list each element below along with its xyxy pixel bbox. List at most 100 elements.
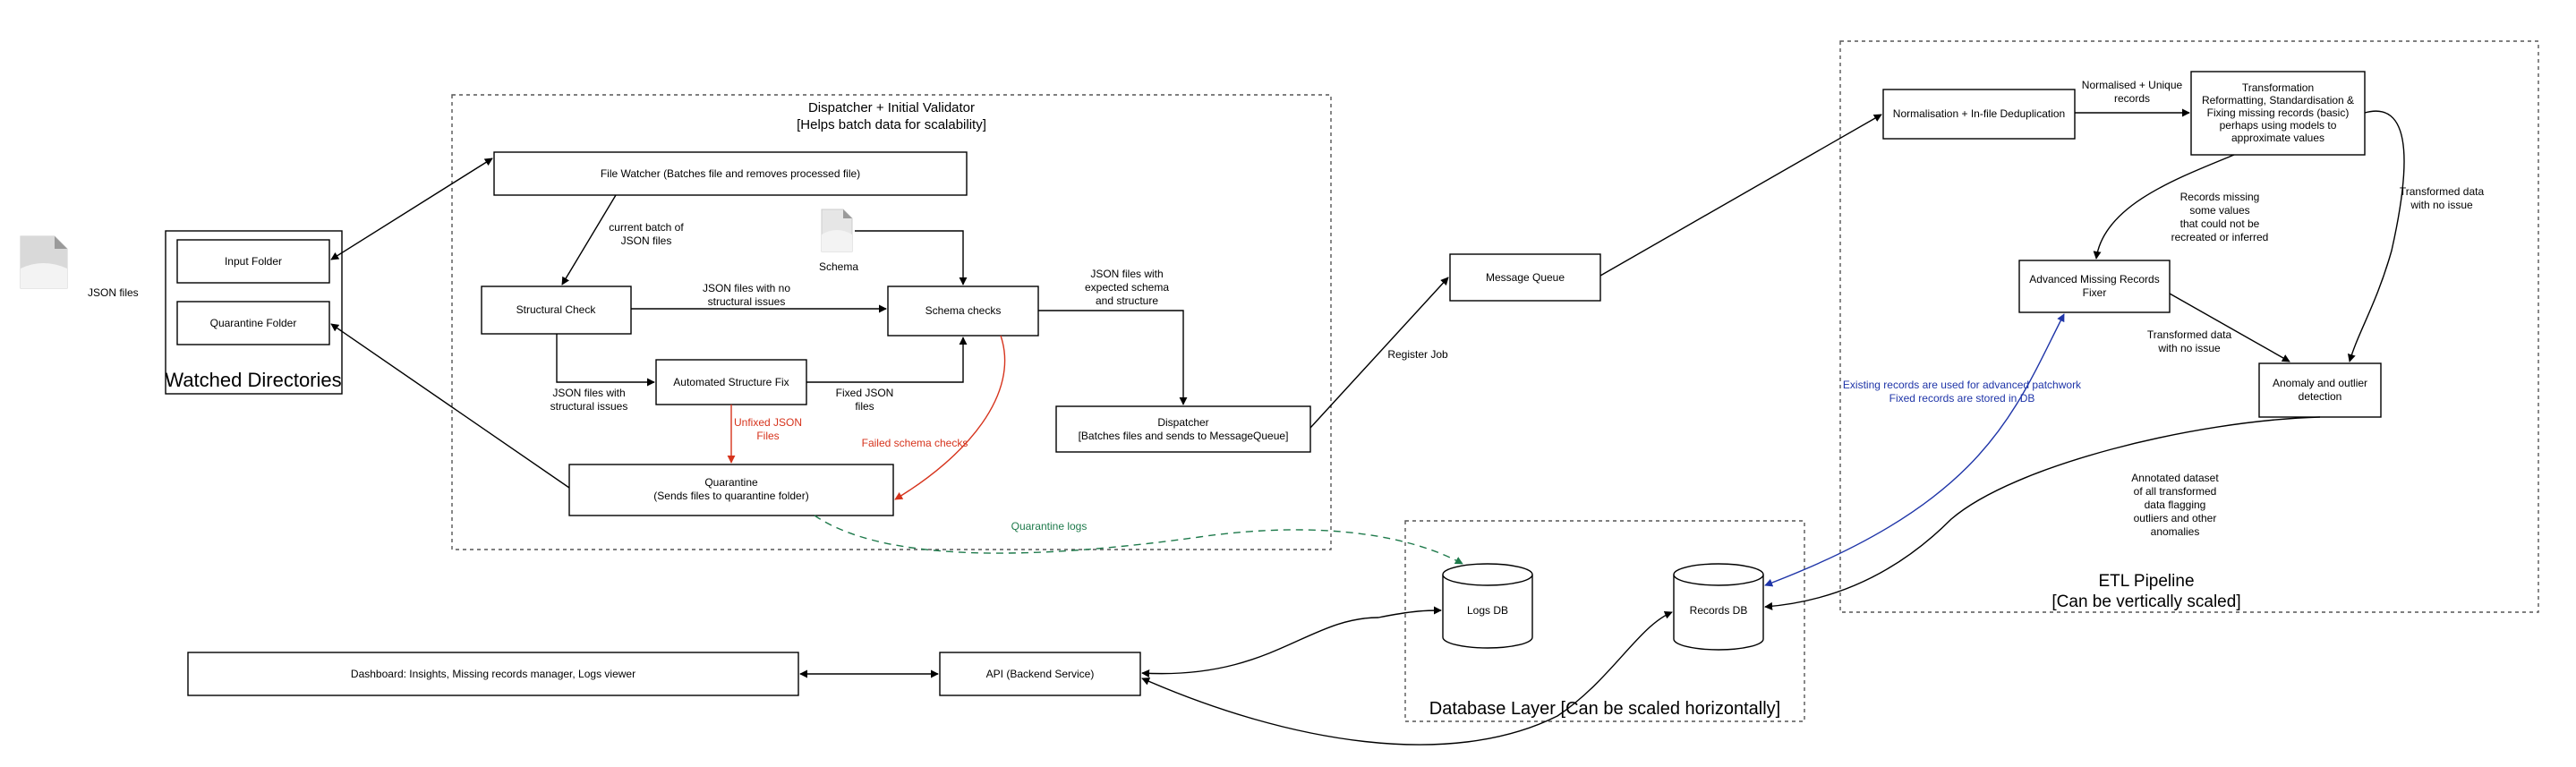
transformation-label-3: Fixing missing records (basic): [2207, 107, 2350, 119]
transformation-box: [2190, 71, 2366, 156]
schema-label: Schema: [819, 260, 858, 273]
quarantine-label-line1: Quarantine: [704, 476, 758, 489]
edge-input-filewatcher: [330, 158, 493, 260]
label-no-structural-1: JSON files with no: [703, 282, 790, 294]
edge-structural-fix: [556, 334, 655, 387]
watched-directories-title: Watched Directories: [165, 369, 341, 391]
label-expected-schema-2: expected schema: [1085, 281, 1169, 294]
transformation-label-1: Transformation: [2242, 81, 2314, 94]
edge-quarantine-logs: [814, 515, 1463, 565]
label-unfixed-json-1: Unfixed JSON: [734, 416, 802, 429]
message-queue-box: [1449, 253, 1601, 302]
label-annotated-4: outliers and other: [2134, 512, 2217, 524]
structural-check-box: [481, 285, 632, 335]
label-annotated-2: of all transformed: [2134, 485, 2217, 498]
edge-schema-quarantine: [894, 335, 1006, 500]
edge-quarantine-folder: [330, 323, 570, 489]
records-db-cylinder: [1673, 563, 1764, 651]
quarantine-folder-label: Quarantine Folder: [210, 317, 297, 329]
automated-structure-fix-box: [655, 359, 807, 405]
label-existing-records-2: Fixed records are stored in DB: [1889, 392, 2035, 405]
input-folder-box: [176, 239, 330, 284]
label-expected-schema-1: JSON files with: [1090, 268, 1163, 280]
label-fixed-json-2: files: [855, 400, 874, 413]
dispatcher-zone: [451, 94, 1332, 550]
structural-check-label: Structural Check: [516, 303, 597, 316]
label-records-missing-1: Records missing: [2180, 191, 2260, 203]
json-files-document-icon: [20, 235, 68, 289]
anomaly-detection-label-1: Anomaly and outlier: [2273, 377, 2367, 389]
advanced-fixer-label-2: Fixer: [2083, 286, 2107, 299]
quarantine-label-line2: (Sends files to quarantine folder): [653, 490, 808, 502]
label-transformed-right-1: Transformed data: [2400, 185, 2485, 198]
label-annotated-1: Annotated dataset: [2131, 472, 2219, 484]
etl-zone: [1839, 40, 2539, 613]
edge-schema-icon-checks: [855, 230, 968, 285]
file-watcher-label: File Watcher (Batches file and removes p…: [601, 167, 860, 180]
quarantine-folder-box: [176, 301, 330, 345]
label-fixed-json-1: Fixed JSON: [836, 387, 894, 399]
transformation-label-4: perhaps using models to: [2220, 119, 2337, 132]
database-zone-title: Database Layer [Can be scaled horizontal…: [1429, 699, 1780, 719]
advanced-fixer-box: [2018, 260, 2171, 313]
anomaly-detection-label-2: detection: [2299, 390, 2342, 403]
dispatcher-zone-title: Dispatcher + Initial Validator: [808, 100, 975, 115]
label-with-structural-2: structural issues: [550, 400, 628, 413]
message-queue-label: Message Queue: [1486, 271, 1565, 284]
edge-filewatcher-structural: [561, 194, 617, 285]
edge-transformation-anomaly: [2347, 110, 2405, 362]
edge-fix-schema: [806, 337, 968, 383]
dispatcher-label-line2: [Batches files and sends to MessageQueue…: [1079, 430, 1289, 442]
api-label: API (Backend Service): [986, 668, 1095, 680]
label-records-missing-2: some values: [2189, 204, 2249, 217]
transformation-label-5: approximate values: [2231, 132, 2324, 144]
logs-db-label: Logs DB: [1467, 604, 1508, 617]
edge-fixer-anomaly: [2169, 293, 2290, 362]
label-expected-schema-3: and structure: [1096, 294, 1158, 307]
records-db-label: Records DB: [1690, 604, 1748, 617]
label-transformed-right-2: with no issue: [2410, 199, 2473, 211]
json-files-label: JSON files: [88, 286, 139, 299]
input-folder-label: Input Folder: [225, 255, 282, 268]
edge-transformation-fixer: [2093, 154, 2235, 260]
dispatcher-zone-subtitle: [Helps batch data for scalability]: [797, 117, 986, 132]
label-records-missing-3: that could not be: [2180, 217, 2260, 230]
etl-zone-subtitle: [Can be vertically scaled]: [2051, 592, 2240, 611]
dispatcher-box: [1055, 405, 1311, 453]
label-current-batch-2: JSON files: [621, 234, 672, 247]
anomaly-detection-box: [2258, 362, 2382, 418]
edge-api-records: [1141, 611, 1673, 746]
dispatcher-label-line1: Dispatcher: [1157, 416, 1208, 429]
label-transformed-mid-1: Transformed data: [2147, 328, 2232, 341]
label-records-missing-4: recreated or inferred: [2171, 231, 2269, 243]
quarantine-box: [568, 464, 894, 516]
label-transformed-mid-2: with no issue: [2157, 342, 2221, 354]
dashboard-box: [187, 652, 799, 696]
label-current-batch-1: current batch of: [609, 221, 684, 234]
api-box: [939, 652, 1141, 696]
label-annotated-3: data flagging: [2145, 499, 2206, 511]
edge-fixer-records: [1764, 313, 2065, 587]
label-annotated-5: anomalies: [2151, 525, 2200, 538]
schema-checks-box: [887, 285, 1039, 337]
label-no-structural-2: structural issues: [708, 295, 786, 308]
label-failed-schema: Failed schema checks: [862, 437, 968, 449]
edge-api-logs: [1141, 606, 1442, 678]
schema-document-icon: [821, 209, 853, 252]
normalisation-box: [1882, 89, 2076, 140]
label-quarantine-logs: Quarantine logs: [1011, 520, 1088, 533]
edge-dispatcher-mq: [1309, 277, 1449, 429]
dashboard-label: Dashboard: Insights, Missing records man…: [351, 668, 635, 680]
label-with-structural-1: JSON files with: [552, 387, 625, 399]
transformation-label-2: Reformatting, Standardisation &: [2202, 94, 2354, 107]
schema-checks-label: Schema checks: [925, 304, 1002, 317]
advanced-fixer-label-1: Advanced Missing Records: [2029, 273, 2159, 285]
edge-anomaly-records: [1764, 416, 2321, 610]
label-unfixed-json-2: Files: [756, 430, 779, 442]
automated-structure-fix-label: Automated Structure Fix: [673, 376, 789, 388]
normalisation-label: Normalisation + In-file Deduplication: [1893, 107, 2065, 120]
etl-zone-title: ETL Pipeline: [2098, 572, 2194, 591]
edge-mq-normalisation: [1599, 114, 1882, 277]
file-watcher-box: [493, 151, 968, 196]
